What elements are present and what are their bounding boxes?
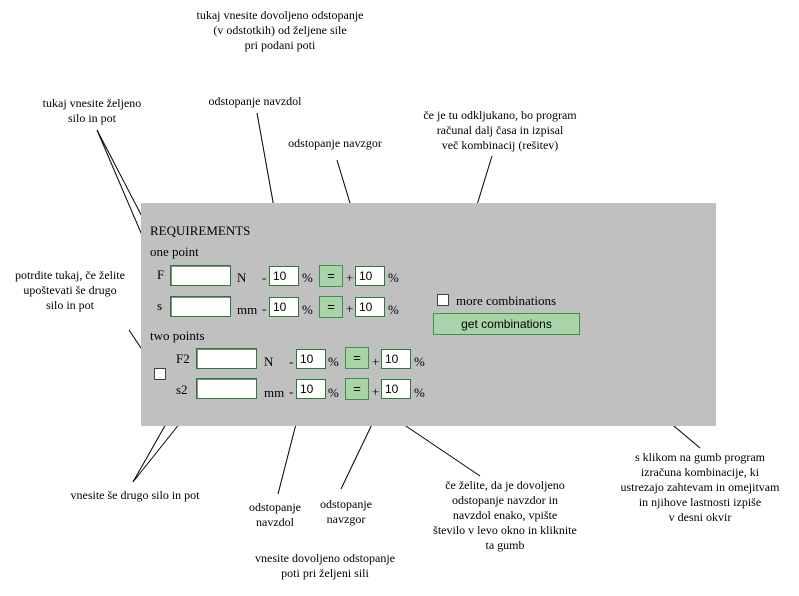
F-minus-sign: - (262, 270, 267, 285)
s2-label: s2 (176, 382, 188, 397)
note-enter-second-force: vnesite še drugo silo in pot (70, 488, 200, 502)
s-input[interactable] (170, 296, 231, 317)
note-confirm-second: potrdite tukaj, če želite upoštevati še … (15, 268, 125, 312)
F-deviation-down-input[interactable]: 10 (269, 266, 299, 286)
note-deviation-up-top: odstopanje navzgor (288, 136, 382, 150)
two-points-heading: two points (150, 328, 205, 343)
s2-percent-1: % (328, 385, 339, 400)
two-points-checkbox[interactable] (154, 368, 166, 380)
s-percent-2: % (388, 302, 399, 317)
F2-deviation-down-input[interactable]: 10 (296, 349, 326, 369)
F-percent-1: % (302, 270, 313, 285)
F-input[interactable] (170, 265, 231, 286)
s-deviation-down-input[interactable]: 10 (269, 297, 299, 317)
panel-title: REQUIREMENTS (150, 223, 251, 238)
F2-deviation-up-input[interactable]: 10 (381, 349, 411, 369)
F-plus-sign: + (346, 270, 354, 285)
note-deviation-up-bottom: odstopanje navzgor (320, 497, 372, 526)
get-combinations-button[interactable]: get combinations (433, 313, 580, 335)
F2-percent-1: % (328, 354, 339, 369)
s2-equal-button[interactable]: = (345, 378, 369, 400)
F2-plus-sign: + (372, 354, 380, 369)
s2-plus-sign: + (372, 384, 380, 399)
F2-equal-button[interactable]: = (345, 347, 369, 369)
note-deviation-down-bottom: odstopanje navzdol (249, 500, 301, 529)
note-top-allowed-deviation: tukaj vnesite dovoljeno odstopanje (v od… (196, 8, 364, 52)
s-unit: mm (237, 302, 258, 317)
s-plus-sign: + (346, 301, 354, 316)
s-minus-sign: - (262, 301, 267, 316)
s2-input[interactable] (196, 378, 257, 399)
s-label: s (157, 298, 163, 313)
note-bottom-allowed-deviation: vnesite dovoljeno odstopanje poti pri že… (255, 551, 395, 580)
more-combinations-checkbox[interactable] (437, 294, 449, 306)
note-get-button: s klikom na gumb program izračuna kombin… (620, 450, 780, 524)
s2-minus-sign: - (289, 384, 294, 399)
note-deviation-down-top: odstopanje navzdol (208, 94, 302, 108)
F-percent-2: % (388, 270, 399, 285)
F2-label: F2 (176, 351, 190, 366)
s-percent-1: % (302, 302, 313, 317)
note-more-combinations: če je tu odkljukano, bo program računal … (423, 108, 577, 152)
s-equal-button[interactable]: = (319, 296, 343, 318)
F-deviation-up-input[interactable]: 10 (355, 266, 385, 286)
note-equal-button: če želite, da je dovoljeno odstopanje na… (433, 478, 577, 552)
note-enter-force-path: tukaj vnesite željeno silo in pot (42, 96, 142, 125)
one-point-heading: one point (150, 244, 199, 259)
F-unit: N (237, 270, 247, 285)
more-combinations-label: more combinations (456, 293, 557, 308)
F2-unit: N (264, 354, 274, 369)
s2-percent-2: % (414, 385, 425, 400)
s-deviation-up-input[interactable]: 10 (355, 297, 385, 317)
s2-unit: mm (264, 385, 285, 400)
F-equal-button[interactable]: = (319, 265, 343, 287)
F2-input[interactable] (196, 348, 257, 369)
s2-deviation-down-input[interactable]: 10 (296, 379, 326, 399)
F-label: F (157, 267, 165, 282)
F2-minus-sign: - (289, 354, 294, 369)
F2-percent-2: % (414, 354, 425, 369)
s2-deviation-up-input[interactable]: 10 (381, 379, 411, 399)
